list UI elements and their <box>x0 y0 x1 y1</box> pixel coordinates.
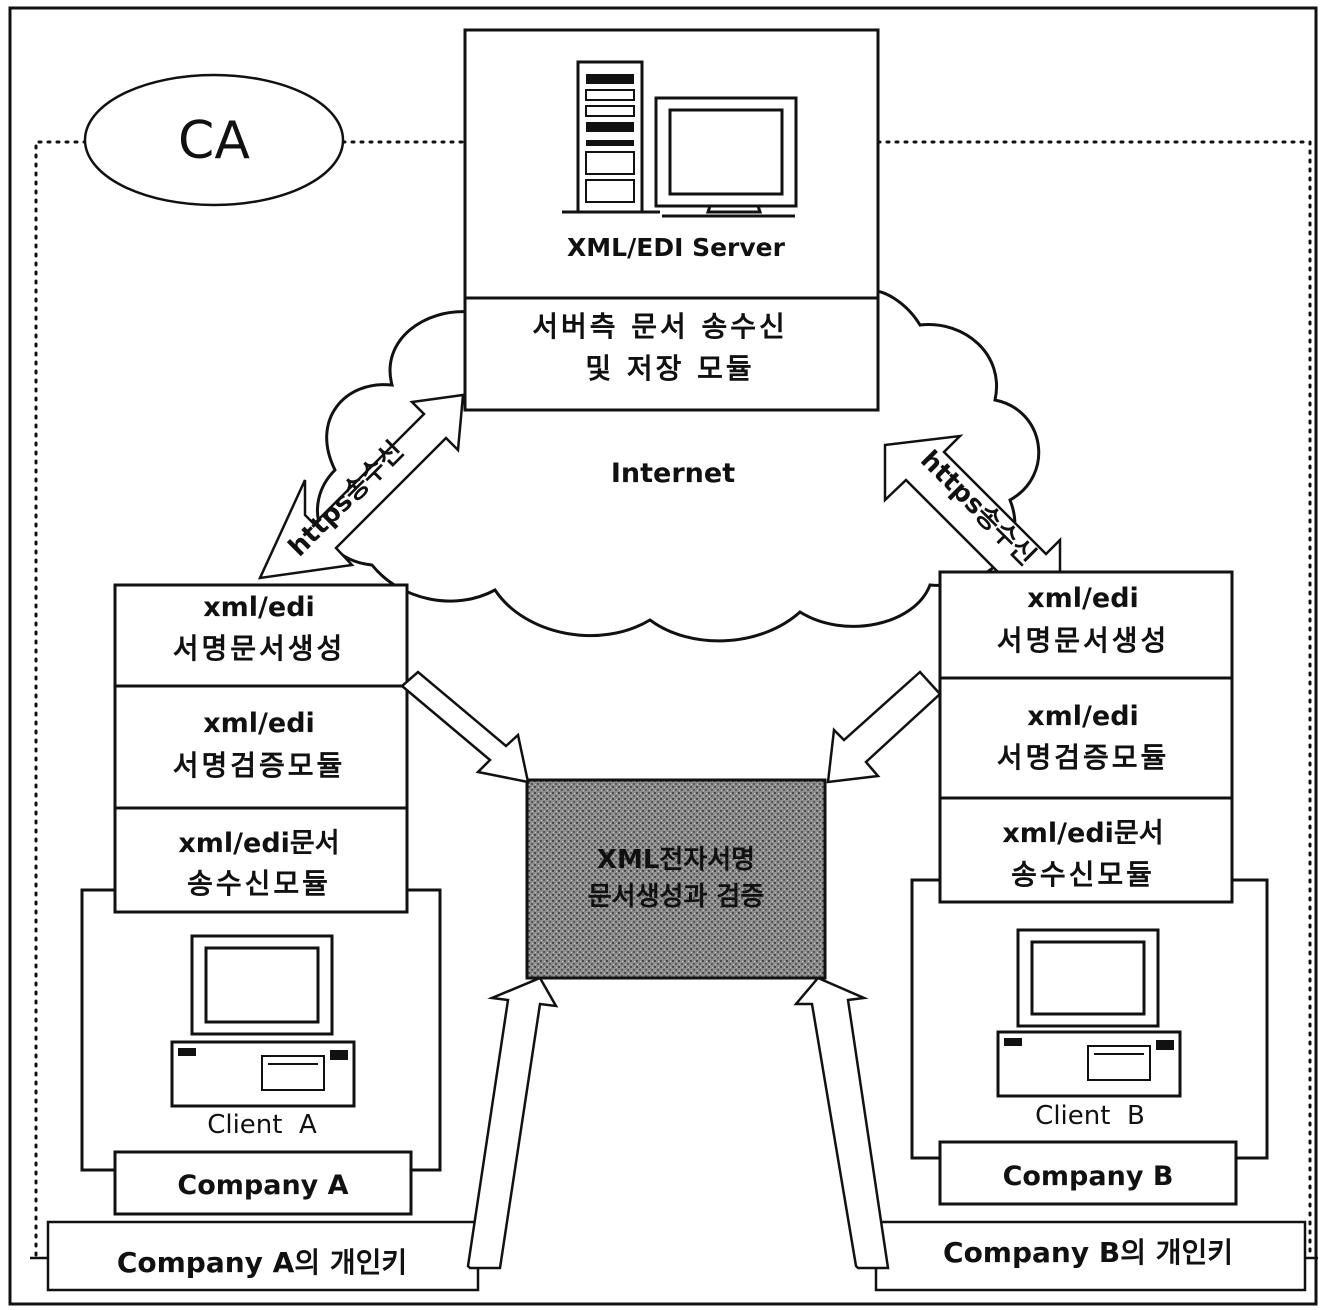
outer-frame <box>8 6 1318 1306</box>
server-node: XML/EDI Server 서버측 문서 송수신 및 저장 모듈 <box>463 28 880 412</box>
ca-ellipse <box>83 73 345 207</box>
company-b-label: Company B <box>1003 1161 1174 1192</box>
client-a-label: Client A <box>207 1110 317 1140</box>
client-a-module1-line1: xml/edi <box>203 592 315 623</box>
client-b-module1-line2: 서명문서생성 <box>997 624 1170 657</box>
client-a-module3-line1: xml/edi문서 <box>178 828 339 859</box>
arrow-a-to-center <box>400 670 530 784</box>
client-a-module2-line2: 서명검증모듈 <box>173 749 346 782</box>
center-line1: XML전자서명 <box>597 845 755 875</box>
client-a-module3-line2: 송수신모듈 <box>187 867 331 900</box>
client-b-module-stack <box>938 570 1234 904</box>
center-signature-box: XML전자서명 문서생성과 검증 <box>525 778 827 980</box>
server-tower-icon <box>562 60 660 214</box>
ca-label: CA <box>178 111 250 171</box>
client-b-module3-line1: xml/edi문서 <box>1002 818 1163 849</box>
ca-node: CA <box>83 73 345 207</box>
client-a-module-stack <box>113 583 409 914</box>
client-a-computer-icon <box>170 934 356 1108</box>
server-name: XML/EDI Server <box>567 233 786 262</box>
arrow-key-b-up <box>793 976 890 1270</box>
server-monitor-icon <box>654 96 798 218</box>
client-a-module2-line1: xml/edi <box>203 708 315 739</box>
client-b-module1-line1: xml/edi <box>1027 583 1139 614</box>
arrow-b-to-center <box>826 670 942 784</box>
center-box <box>525 778 827 980</box>
server-module-line2: 및 저장 모듈 <box>585 352 754 385</box>
key-a-label: Company A의 개인키 <box>117 1246 407 1279</box>
company-a-box <box>113 1150 413 1216</box>
client-b-node: xml/edi 서명문서생성 xml/edi 서명검증모듈 xml/edi문서 … <box>910 570 1269 1206</box>
client-b-computer-icon <box>996 928 1182 1098</box>
client-a-node: xml/edi 서명문서생성 xml/edi 서명검증모듈 xml/edi문서 … <box>80 583 442 1216</box>
arrow-key-a-up <box>466 976 559 1270</box>
company-a-label: Company A <box>177 1170 348 1201</box>
key-a-box <box>46 1220 480 1292</box>
client-b-module2-line2: 서명검증모듈 <box>997 741 1170 774</box>
internet-label: Internet <box>611 458 735 489</box>
server-module-line1: 서버측 문서 송수신 <box>532 310 788 343</box>
company-b-box <box>938 1140 1238 1206</box>
center-line2: 문서생성과 검증 <box>588 882 765 912</box>
client-b-label: Client B <box>1035 1101 1145 1131</box>
ca-domain-boundary <box>34 140 1312 1257</box>
client-b-module3-line2: 송수신모듈 <box>1011 858 1155 891</box>
client-a-module1-line2: 서명문서생성 <box>173 632 346 665</box>
key-b-label: Company B의 개인키 <box>943 1236 1233 1269</box>
server-box <box>463 28 880 412</box>
client-b-module2-line1: xml/edi <box>1027 701 1139 732</box>
